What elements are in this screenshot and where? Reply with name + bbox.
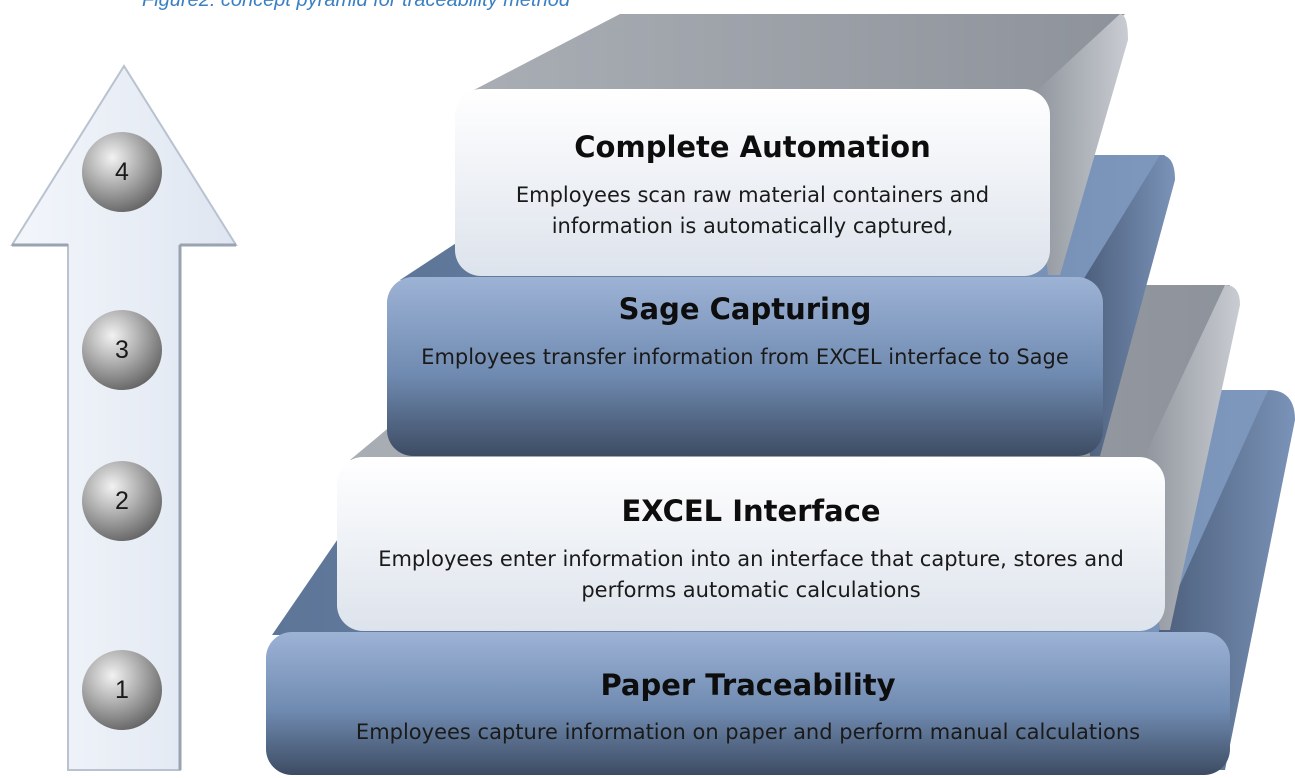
step-number-1: 1 bbox=[115, 676, 129, 704]
step-circle-3 bbox=[82, 310, 162, 390]
progress-arrow bbox=[10, 64, 238, 771]
figure-caption: Figure2: concept pyramid for traceabilit… bbox=[142, 0, 570, 11]
step-4-title: Complete Automation bbox=[574, 130, 931, 164]
step-1-description: Employees capture information on paper a… bbox=[355, 720, 1141, 744]
step-number-2: 2 bbox=[115, 487, 129, 515]
step-number-3: 3 bbox=[115, 336, 129, 364]
step-1-title: Paper Traceability bbox=[600, 668, 896, 702]
step-2-description: Employees enter information into an inte… bbox=[378, 547, 1124, 602]
step-4-block bbox=[455, 14, 1128, 276]
step-2-title: EXCEL Interface bbox=[621, 494, 881, 528]
step-3-description: Employees transfer information from EXCE… bbox=[421, 345, 1069, 369]
step-4-description: Employees scan raw material containers a… bbox=[515, 183, 990, 238]
step-number-4: 4 bbox=[115, 158, 129, 186]
step-circle-1 bbox=[82, 650, 162, 730]
step-circle-2 bbox=[82, 461, 162, 541]
step-3-title: Sage Capturing bbox=[618, 292, 872, 326]
step-circle-4 bbox=[82, 132, 162, 212]
